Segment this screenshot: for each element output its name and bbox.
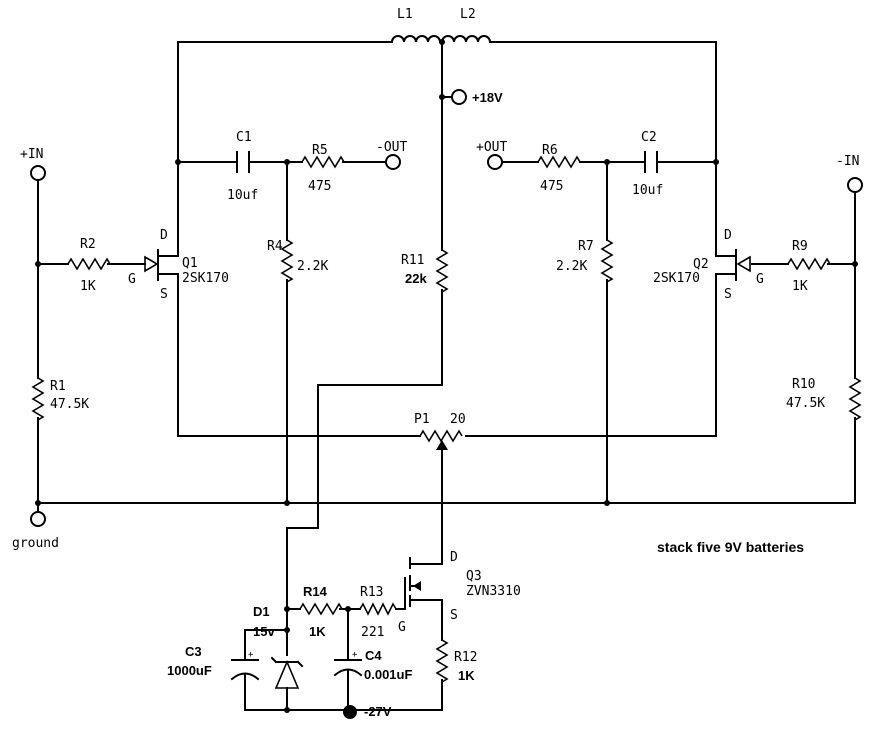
resistor-r7: R7 2.2K [556, 239, 614, 283]
l1-label: L1 [397, 7, 413, 22]
resistor-r11: R11 22k [401, 249, 449, 293]
r4-value: 2.2K [297, 259, 328, 274]
svg-text:+: + [352, 650, 358, 660]
c3-value: 1000uF [167, 663, 212, 678]
c4-name: C4 [365, 648, 382, 663]
r5-value: 475 [308, 179, 331, 194]
r14-name: R14 [303, 584, 328, 599]
r6-value: 475 [540, 179, 563, 194]
r14-value: 1K [309, 624, 326, 639]
resistor-r5: R5 475 [301, 143, 345, 194]
r13-name: R13 [360, 585, 383, 600]
terminal-plus-out: +OUT [476, 140, 507, 170]
q2-s: S [724, 287, 732, 302]
terminal-plus-in: +IN [20, 147, 46, 181]
terminal-minus-27v: -27V [343, 704, 392, 719]
minus-27v-label: -27V [364, 704, 392, 719]
q3-name: Q3 [466, 569, 482, 584]
resistor-r6: R6 475 [537, 143, 581, 194]
battery-note: stack five 9V batteries [657, 539, 804, 555]
plus-in-label: +IN [20, 147, 43, 162]
c1-value: 10uf [227, 188, 258, 203]
zener-diode-d1: D1 15v [253, 604, 304, 689]
junction-dots [35, 39, 858, 713]
q1-name: Q1 [182, 256, 198, 271]
potentiometer-p1: P1 20 [414, 412, 466, 453]
r1-name: R1 [50, 379, 66, 394]
r10-name: R10 [792, 377, 815, 392]
wires [37, 41, 856, 711]
plus-out-label: +OUT [476, 140, 507, 155]
r9-name: R9 [792, 239, 808, 254]
p1-value: 20 [450, 412, 466, 427]
terminal-ground: ground [12, 511, 59, 551]
q1-part: 2SK170 [182, 271, 229, 286]
q2-d: D [724, 228, 732, 243]
c4-value: 0.001uF [364, 667, 412, 682]
resistor-r9: R9 1K [787, 239, 831, 294]
r6-name: R6 [542, 143, 558, 158]
ground-label: ground [12, 536, 59, 551]
r5-name: R5 [312, 143, 328, 158]
r10-value: 47.5K [786, 396, 825, 411]
q3-g: G [398, 620, 406, 635]
p1-name: P1 [414, 412, 430, 427]
r9-value: 1K [792, 279, 808, 294]
capacitor-c1: C1 10uf [227, 130, 258, 203]
c3-name: C3 [185, 644, 202, 659]
resistor-r2: R2 1K [67, 237, 111, 294]
r4-name: R4 [267, 239, 283, 254]
r2-value: 1K [80, 279, 96, 294]
transistor-q2: D G S Q2 2SK170 [653, 228, 764, 302]
q2-name: Q2 [693, 257, 709, 272]
resistor-r1: R1 47.5K [31, 377, 89, 421]
resistor-r12: R12 1K [435, 639, 477, 683]
capacitor-c2: C2 10uf [632, 130, 663, 198]
r11-name: R11 [401, 253, 424, 268]
capacitor-c4: + C4 0.001uF [333, 648, 412, 682]
r11-value: 22k [405, 271, 427, 286]
capacitor-c3: + C3 1000uF [167, 644, 260, 681]
r1-value: 47.5K [50, 397, 89, 412]
c2-value: 10uf [632, 183, 663, 198]
plus-18v-label: +18V [472, 90, 503, 105]
q3-d: D [450, 550, 458, 565]
d1-value: 15v [253, 624, 275, 639]
terminal-plus-18v: +18V [451, 89, 503, 105]
q3-part: ZVN3310 [466, 584, 521, 599]
svg-text:+: + [248, 650, 254, 660]
l2-label: L2 [460, 7, 476, 22]
resistor-r10: R10 47.5K [786, 377, 862, 421]
minus-in-label: -IN [836, 154, 859, 169]
transistor-q1: D G S Q1 2SK170 [128, 228, 229, 302]
resistor-r4: R4 2.2K [267, 239, 328, 283]
resistor-r13: R13 221 [359, 585, 397, 640]
terminal-minus-out: -OUT [376, 140, 407, 170]
q1-d: D [160, 228, 168, 243]
c1-name: C1 [236, 130, 252, 145]
minus-out-label: -OUT [376, 140, 407, 155]
r13-value: 221 [361, 625, 384, 640]
d1-name: D1 [253, 604, 270, 619]
transistor-q3: D G S Q3 ZVN3310 [398, 550, 521, 635]
q3-s: S [450, 608, 458, 623]
terminal-minus-in: -IN [836, 154, 863, 193]
q1-s: S [160, 287, 168, 302]
r2-name: R2 [80, 237, 96, 252]
r7-value: 2.2K [556, 259, 587, 274]
r7-name: R7 [578, 239, 594, 254]
q2-g: G [756, 272, 764, 287]
r12-name: R12 [454, 650, 477, 665]
inductor-l2: L2 [440, 7, 492, 44]
r12-value: 1K [458, 668, 475, 683]
inductor-l1: L1 [390, 7, 442, 44]
c2-name: C2 [641, 130, 657, 145]
resistor-r14: R14 1K [299, 584, 343, 639]
q2-part: 2SK170 [653, 271, 700, 286]
q1-g: G [128, 272, 136, 287]
